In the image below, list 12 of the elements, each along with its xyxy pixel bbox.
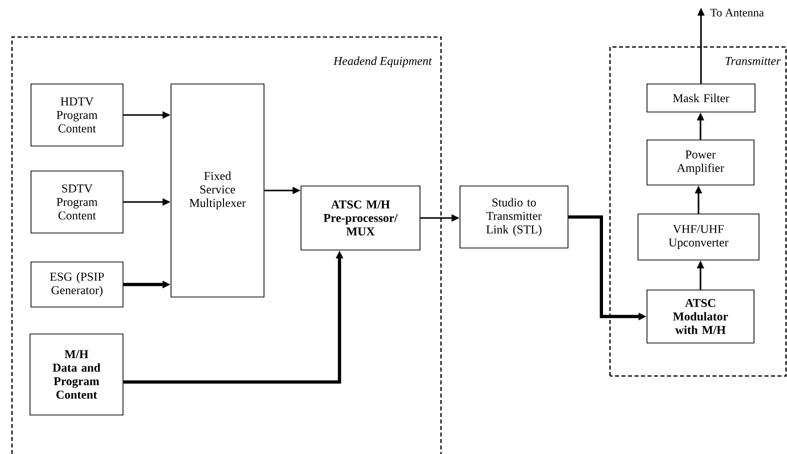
process-box: HDTV Program Content bbox=[30, 84, 124, 146]
process-box: Mask Filter bbox=[646, 84, 756, 112]
edge-label: To Antenna bbox=[709, 8, 765, 18]
process-box: ATSC M/H Pre-processor/ MUX bbox=[300, 186, 420, 250]
process-box: Studio to Transmitter Link (STL) bbox=[460, 186, 568, 248]
process-box: VHF/UHF Upconverter bbox=[638, 214, 760, 260]
process-box: SDTV Program Content bbox=[30, 170, 124, 234]
process-box: ESG (PSIP Generator) bbox=[30, 262, 124, 308]
process-box: Power Amplifier bbox=[646, 140, 754, 186]
process-box: Fixed Service Multiplexer bbox=[170, 84, 264, 298]
process-box: ATSC Modulator with M/H bbox=[646, 290, 754, 344]
process-box: M/H Data and Program Content bbox=[30, 334, 124, 416]
